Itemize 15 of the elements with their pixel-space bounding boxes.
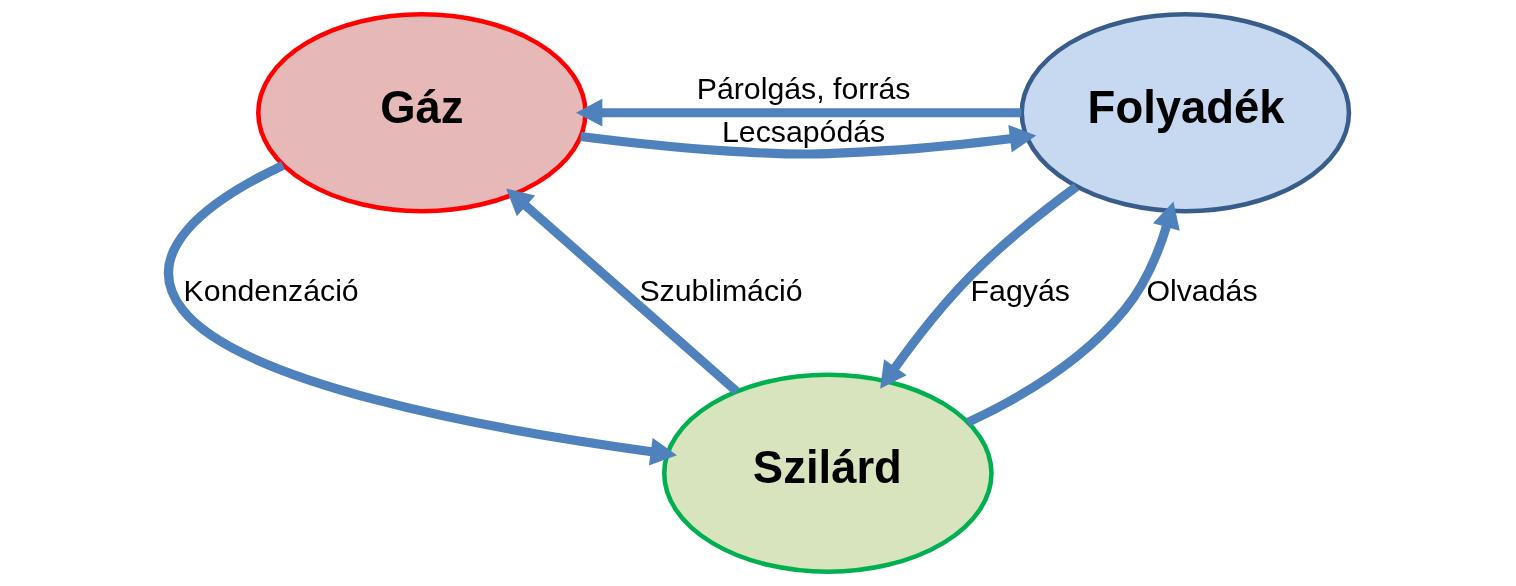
node-ellipse: Folyadék	[1018, 12, 1351, 214]
arrow	[965, 201, 1180, 427]
edge-label: Olvadás	[1145, 273, 1258, 307]
edge-label: Kondenzáció	[183, 273, 359, 307]
arrow	[575, 98, 1021, 127]
arrow	[579, 124, 1036, 159]
node-ellipse: Szilárd	[661, 372, 994, 574]
edge-label: Fagyás	[970, 273, 1070, 307]
arrow	[163, 161, 677, 466]
arrow	[879, 183, 1079, 389]
arrow	[505, 188, 740, 395]
edge-label: Párolgás, forrás	[696, 72, 910, 106]
edge-label: Lecsapódás	[721, 114, 885, 148]
edge-label: Szublimáció	[638, 273, 803, 307]
node-ellipse: Gáz	[255, 12, 588, 214]
